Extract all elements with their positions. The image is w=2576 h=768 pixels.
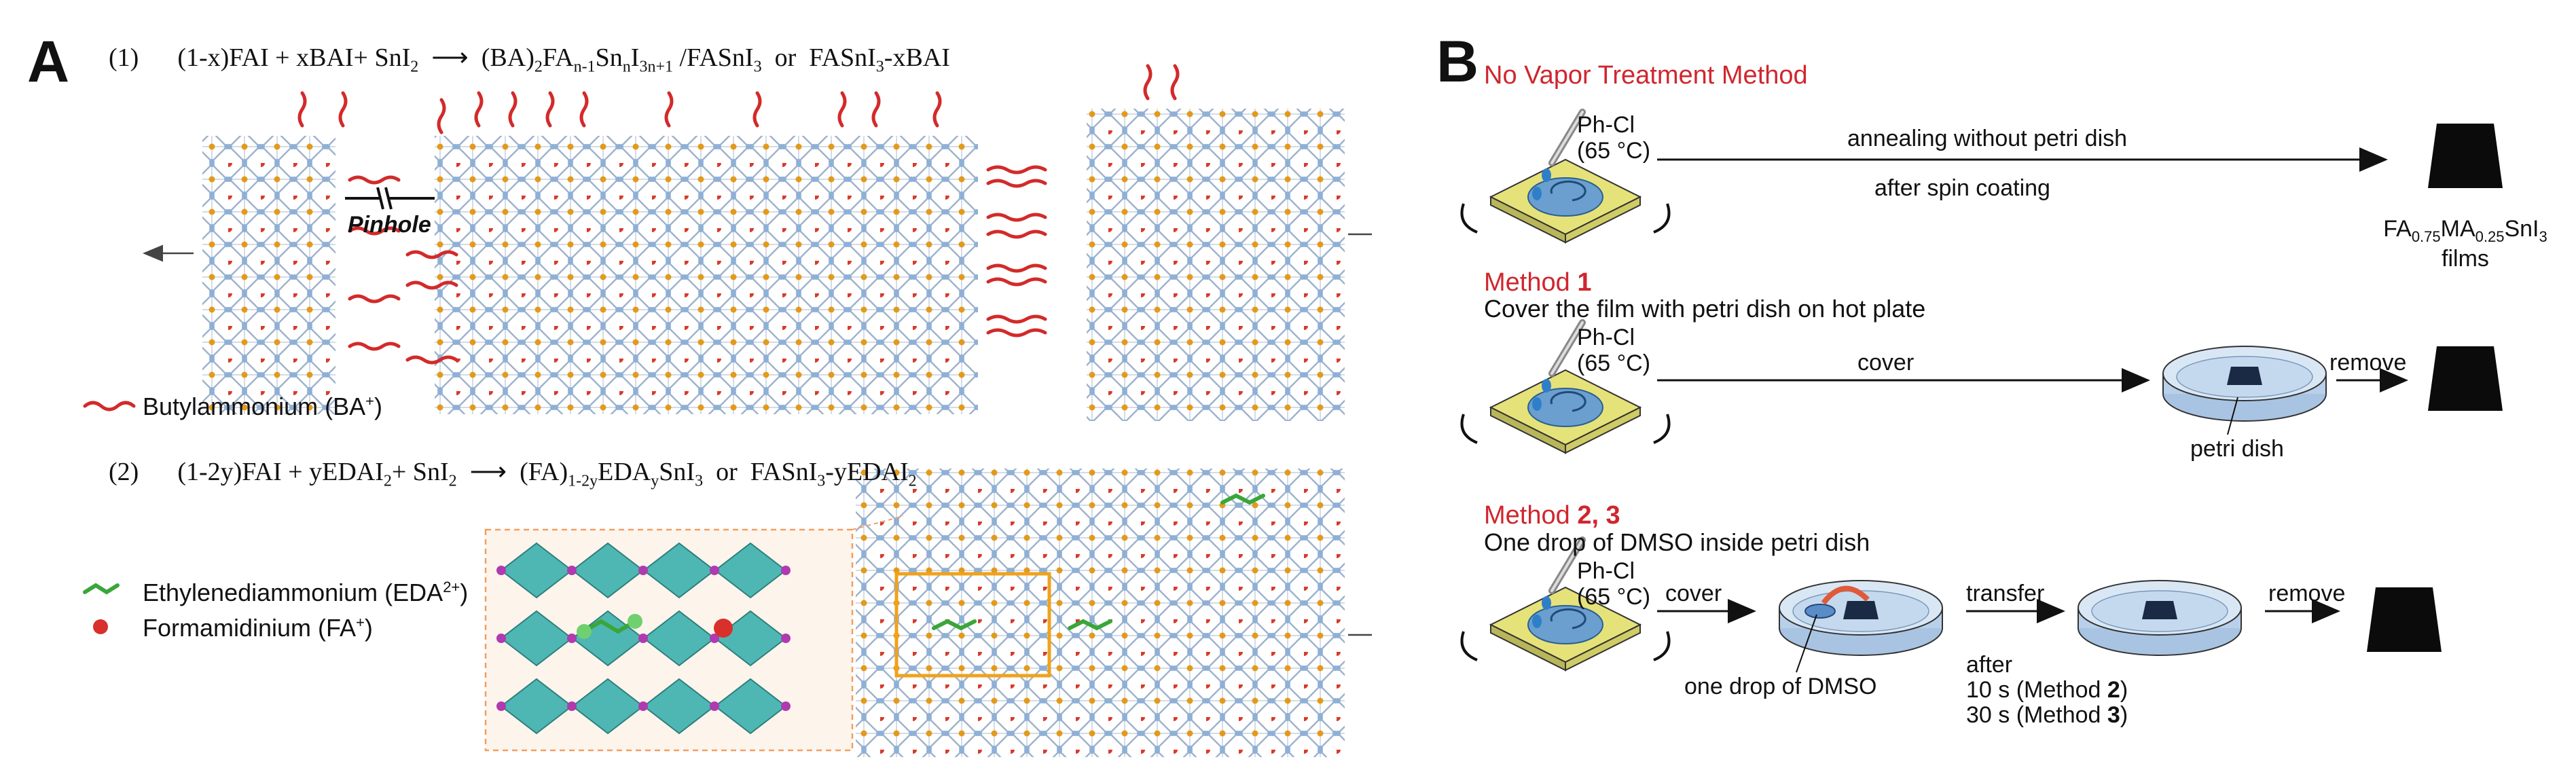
row3-dmso-dish (1779, 580, 1943, 656)
panel-a-diagram (83, 64, 1372, 757)
lattice-block-left (202, 136, 335, 414)
row3-drop-pointer (1796, 614, 1817, 673)
row1-solvent: Ph-Cl (1577, 112, 1635, 138)
eq1-alt: FASnI3-xBAI (809, 43, 950, 76)
row2-remove-label: remove (2329, 350, 2407, 376)
row3-title: Method 2, 3 (1484, 501, 1620, 530)
ba-chains-top (297, 64, 1180, 134)
row2-subtitle: Cover the film with petri dish on hot pl… (1484, 295, 1926, 323)
pinhole-symbol (345, 187, 435, 210)
row2-dish-pointer (2227, 397, 2238, 435)
row2-substrate (1460, 369, 1671, 454)
eq1-reactants: (1-x)FAI + xBAI+ SnI (177, 43, 411, 72)
row2-arrow-label: cover (1857, 350, 1915, 376)
eq2-reactants: (1-2y)FAI + yEDAI2+ SnI2 (177, 458, 457, 490)
legend-eda: Ethylenediammonium (EDA2+) (143, 579, 469, 606)
legend-ba: Butylammonium (BA+) (143, 392, 382, 420)
eq2-arrow: ⟶ (463, 458, 513, 486)
row3-film (2367, 587, 2442, 652)
row3-cover-label: cover (1665, 581, 1722, 606)
lattice-block-center (435, 136, 978, 414)
row3-after-label: after (1966, 652, 2013, 678)
eq1-reactants-sub: 2 (410, 58, 419, 76)
equation-1: (1) (1-x)FAI + xBAI+ SnI2 ⟶ (BA)2FAn-1Sn… (109, 42, 950, 77)
row1-arrow-top: annealing without petri dish (1847, 126, 2128, 151)
row2-film (2428, 346, 2503, 411)
row1-title: No Vapor Treatment Method (1484, 61, 1808, 90)
row3-time-method3: 30 s (Method 3) (1966, 702, 2128, 728)
row2-title: Method 1 (1484, 268, 1592, 297)
eq2-number: (2) (109, 458, 139, 486)
lattice-block-right (1087, 109, 1345, 421)
row3-petri-dish (2078, 580, 2242, 656)
ba-chains-side (348, 165, 1047, 365)
eq1-product: (BA)2FAn-1SnnI3n+1 /FASnI3 (481, 43, 762, 76)
pinhole-label: Pinhole (348, 212, 431, 238)
row2-temp: (65 °C) (1577, 350, 1651, 376)
row1-substrate (1460, 158, 1671, 244)
highlight-box (894, 572, 1051, 678)
row3-solvent: Ph-Cl (1577, 558, 1635, 584)
row1-film (2428, 124, 2503, 188)
lattice-block-eq2 (856, 469, 1345, 757)
row2-petri-dish (2162, 346, 2327, 422)
panel-a-letter: A (27, 29, 70, 94)
eq2-alt: FASnI3-yEDAI2 (750, 458, 917, 490)
row3-transfer-label: transfer (1966, 581, 2045, 606)
row2-dish-label: petri dish (2190, 436, 2284, 462)
inset-iodide-atoms (496, 566, 791, 711)
eq1-arrow: ⟶ (424, 43, 475, 72)
row1-temp: (65 °C) (1577, 138, 1651, 164)
equation-2: (2) (1-2y)FAI + yEDAI2+ SnI2 ⟶ (FA)1-2yE… (109, 456, 917, 491)
inset-eda-molecule (577, 614, 642, 639)
row3-subtitle: One drop of DMSO inside petri dish (1484, 528, 1870, 556)
eq1-or: or (774, 43, 797, 72)
legend-eda-molecule (83, 583, 120, 595)
legend-fa-atom (93, 619, 108, 634)
panel-b-letter: B (1436, 29, 1479, 94)
eq2-or: or (716, 458, 738, 486)
legend-ba-chain (83, 401, 136, 412)
legend-fa: Formamidinium (FA+) (143, 614, 373, 642)
inset-fa-cation (714, 619, 733, 638)
eda-in-lattice (932, 493, 1265, 631)
row2-solvent: Ph-Cl (1577, 325, 1635, 350)
row3-temp: (65 °C) (1577, 584, 1651, 610)
row3-time-method2: 10 s (Method 2) (1966, 677, 2128, 703)
row1-arrow-bottom: after spin coating (1874, 175, 2050, 201)
row3-drop-label: one drop of DMSO (1684, 674, 1877, 699)
eq1-number: (1) (109, 43, 139, 72)
eq2-product: (FA)1-2yEDAySnI3 (520, 458, 704, 490)
panel-b-diagram (1460, 0, 2503, 673)
inset-connector (852, 515, 904, 530)
row3-remove-label: remove (2268, 581, 2346, 606)
row1-film-label: FA0.75MA0.25SnI3 films (2383, 216, 2547, 272)
